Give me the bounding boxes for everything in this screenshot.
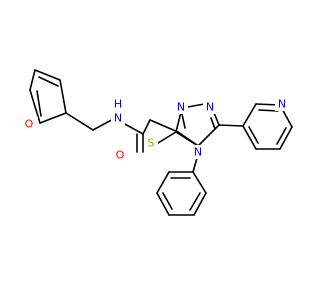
bond — [279, 126, 293, 150]
bond — [248, 126, 259, 144]
molecule-diagram: O N H O S N N N N — [22, 69, 293, 216]
bond — [162, 192, 173, 210]
triazole-n4-mask — [191, 145, 205, 159]
carbonyl-oxygen-label: O — [116, 149, 125, 162]
furan-oxygen-mask — [22, 117, 38, 131]
triazole-n2-mask — [203, 100, 217, 114]
amide-nitrogen-label: N — [114, 112, 122, 125]
amide-hydrogen-label: H — [114, 98, 122, 111]
bond — [122, 122, 144, 135]
bond — [242, 103, 257, 127]
bond — [38, 76, 59, 87]
bond — [34, 69, 61, 81]
bonds — [29, 69, 293, 216]
bond — [242, 125, 257, 150]
triazole-n1-mask — [174, 100, 188, 114]
atom-labels: O N H O S N N N N — [22, 97, 289, 162]
triazole-n4-label: N — [194, 146, 202, 159]
bond — [258, 109, 279, 112]
bond — [192, 171, 207, 194]
bond — [276, 127, 287, 145]
bond — [156, 171, 170, 194]
bond — [157, 131, 177, 144]
bond — [59, 79, 67, 114]
bond — [192, 157, 198, 173]
bond — [181, 113, 186, 129]
pyridine-nitrogen-label: N — [278, 98, 286, 111]
amide-nitrogen-mask — [111, 111, 125, 125]
bond — [210, 117, 216, 130]
bond — [193, 192, 207, 216]
thioether-sulfur-mask — [144, 136, 158, 150]
bond — [29, 89, 41, 124]
bond — [36, 90, 42, 117]
bond — [149, 119, 179, 133]
thioether-sulfur-label: S — [148, 137, 155, 150]
bond — [197, 124, 220, 147]
bond — [29, 69, 36, 91]
bond — [175, 131, 199, 147]
bond — [189, 192, 201, 211]
furan-oxygen-label: O — [25, 118, 34, 131]
carbonyl-oxygen-mask — [113, 148, 127, 162]
bond — [156, 192, 170, 216]
bond — [142, 119, 151, 135]
pyridine-nitrogen-mask — [275, 97, 289, 111]
bond — [39, 112, 67, 124]
triazole-n2-label: N — [206, 101, 214, 114]
triazole-n1-label: N — [177, 101, 185, 114]
bond — [65, 112, 94, 131]
bond — [218, 124, 244, 127]
